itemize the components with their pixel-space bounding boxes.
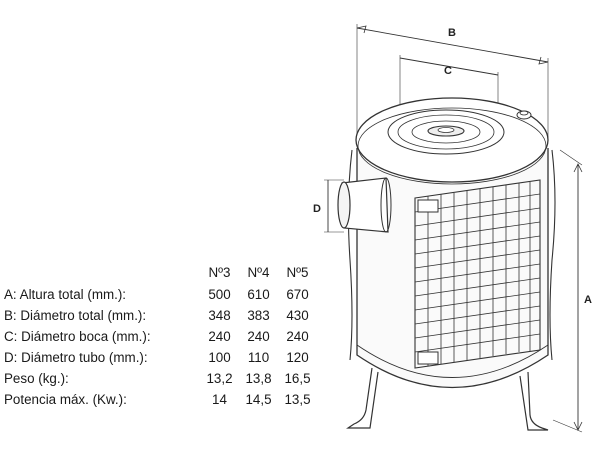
cell-value: 430 xyxy=(286,308,309,323)
row-label: Peso (kg.): xyxy=(4,371,69,386)
stove-body xyxy=(337,97,556,431)
header-n4: Nº4 xyxy=(247,265,270,280)
row-label: A: Altura total (mm.): xyxy=(4,287,127,302)
cell-value: 240 xyxy=(208,329,231,344)
header-n5: Nº5 xyxy=(286,265,309,280)
cell-value: 14 xyxy=(212,392,227,407)
cell-value: 100 xyxy=(208,350,231,365)
table-row: A: Altura total (mm.): 500 610 670 xyxy=(4,284,317,305)
cell-value: 16,5 xyxy=(284,371,311,386)
table-row: B: Diámetro total (mm.): 348 383 430 xyxy=(4,305,317,326)
cell-value: 383 xyxy=(247,308,270,323)
stove-grille xyxy=(414,179,541,369)
dimension-a-line xyxy=(552,149,583,433)
cell-value: 610 xyxy=(247,287,270,302)
row-label: D: Diámetro tubo (mm.): xyxy=(4,350,148,365)
cell-value: 348 xyxy=(208,308,231,323)
dimension-d-line xyxy=(324,179,344,233)
cell-value: 240 xyxy=(286,329,309,344)
label-a: A xyxy=(584,294,592,306)
spec-table-header: Nº3 Nº4 Nº5 xyxy=(4,262,317,284)
cell-value: 13,8 xyxy=(245,371,272,386)
header-n3: Nº3 xyxy=(208,265,231,280)
label-b: B xyxy=(448,27,456,39)
cell-value: 14,5 xyxy=(245,392,272,407)
cell-value: 670 xyxy=(286,287,309,302)
cell-value: 500 xyxy=(208,287,231,302)
row-label: C: Diámetro boca (mm.): xyxy=(4,329,151,344)
label-d: D xyxy=(313,203,321,215)
table-row: Peso (kg.): 13,2 13,8 16,5 xyxy=(4,368,317,389)
table-row: D: Diámetro tubo (mm.): 100 110 120 xyxy=(4,347,317,368)
cell-value: 110 xyxy=(247,350,270,365)
cell-value: 13,2 xyxy=(206,371,233,386)
cell-value: 13,5 xyxy=(284,392,311,407)
dimension-b-line xyxy=(356,24,549,140)
spec-table: Nº3 Nº4 Nº5 A: Altura total (mm.): 500 6… xyxy=(4,262,317,410)
cell-value: 240 xyxy=(247,329,270,344)
cell-value: 120 xyxy=(286,350,309,365)
table-row: Potencia máx. (Kw.): 14 14,5 13,5 xyxy=(4,389,317,410)
label-c: C xyxy=(444,65,452,77)
table-row: C: Diámetro boca (mm.): 240 240 240 xyxy=(4,326,317,347)
row-label: B: Diámetro total (mm.): xyxy=(4,308,147,323)
row-label: Potencia máx. (Kw.): xyxy=(4,392,127,407)
